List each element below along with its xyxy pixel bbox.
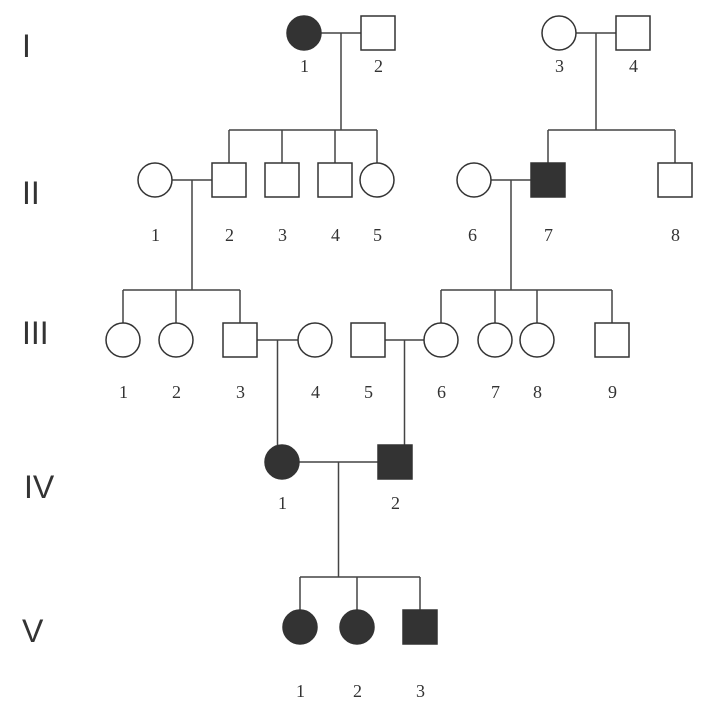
individual-label-III-9: 9 bbox=[608, 382, 617, 402]
individual-label-IV-2: 2 bbox=[391, 493, 400, 513]
individual-label-III-6: 6 bbox=[437, 382, 446, 402]
individual-label-III-2: 2 bbox=[172, 382, 181, 402]
generation-label-IV: IV bbox=[24, 469, 55, 505]
individual-II-6-unaffected-female bbox=[456, 162, 492, 198]
individual-label-I-1: 1 bbox=[300, 56, 309, 76]
individual-label-I-4: 4 bbox=[629, 56, 638, 76]
individual-label-III-1: 1 bbox=[119, 382, 128, 402]
individual-II-2-unaffected-male bbox=[211, 162, 247, 198]
individual-label-III-8: 8 bbox=[533, 382, 542, 402]
individual-IV-1-affected-female bbox=[264, 444, 300, 480]
individual-V-2-affected-female bbox=[339, 609, 375, 645]
individual-label-V-2: 2 bbox=[353, 681, 362, 701]
individual-III-7-unaffected-female bbox=[477, 322, 513, 358]
individual-label-II-5: 5 bbox=[373, 225, 382, 245]
generation-label-V: V bbox=[22, 613, 44, 649]
generation-label-III: III bbox=[22, 315, 49, 351]
individual-III-8-unaffected-female bbox=[519, 322, 555, 358]
individual-label-II-2: 2 bbox=[225, 225, 234, 245]
individual-II-4-unaffected-male bbox=[317, 162, 353, 198]
individual-III-3-unaffected-male bbox=[222, 322, 258, 358]
individual-labels: 1 2 3 4 1 2 3 4 5 6 7 8 1 2 3 4 5 6 7 8 9 1 2 1 2 3 bbox=[119, 56, 680, 701]
generation-label-I: I bbox=[22, 28, 31, 64]
individual-V-3-affected-male bbox=[402, 609, 438, 645]
individual-II-5-unaffected-female bbox=[359, 162, 395, 198]
individual-label-II-6: 6 bbox=[468, 225, 477, 245]
individual-II-8-unaffected-male bbox=[657, 162, 693, 198]
individual-symbols bbox=[105, 15, 693, 645]
individual-III-4-unaffected-female bbox=[297, 322, 333, 358]
individual-II-3-unaffected-male bbox=[264, 162, 300, 198]
individual-label-III-5: 5 bbox=[364, 382, 373, 402]
individual-V-1-affected-female bbox=[282, 609, 318, 645]
individual-III-6-unaffected-female bbox=[423, 322, 459, 358]
individual-III-9-unaffected-male bbox=[594, 322, 630, 358]
individual-label-V-1: 1 bbox=[296, 681, 305, 701]
individual-label-II-3: 3 bbox=[278, 225, 287, 245]
individual-IV-2-affected-male bbox=[377, 444, 413, 480]
individual-label-III-7: 7 bbox=[491, 382, 500, 402]
individual-label-V-3: 3 bbox=[416, 681, 425, 701]
individual-label-II-8: 8 bbox=[671, 225, 680, 245]
generation-label-II: II bbox=[22, 175, 40, 211]
individual-label-III-3: 3 bbox=[236, 382, 245, 402]
individual-II-7-affected-male bbox=[530, 162, 566, 198]
individual-label-II-1: 1 bbox=[151, 225, 160, 245]
connector-lines bbox=[122, 32, 676, 610]
individual-label-II-4: 4 bbox=[331, 225, 340, 245]
individual-label-I-2: 2 bbox=[374, 56, 383, 76]
individual-label-II-7: 7 bbox=[544, 225, 553, 245]
individual-label-I-3: 3 bbox=[555, 56, 564, 76]
individual-label-IV-1: 1 bbox=[278, 493, 287, 513]
individual-III-5-unaffected-male bbox=[350, 322, 386, 358]
individual-II-1-unaffected-female bbox=[137, 162, 173, 198]
individual-III-2-unaffected-female bbox=[158, 322, 194, 358]
individual-label-III-4: 4 bbox=[311, 382, 320, 402]
individual-I-2-unaffected-male bbox=[360, 15, 396, 51]
individual-I-3-unaffected-female bbox=[541, 15, 577, 51]
individual-I-1-affected-female bbox=[286, 15, 322, 51]
individual-I-4-unaffected-male bbox=[615, 15, 651, 51]
individual-III-1-unaffected-female bbox=[105, 322, 141, 358]
